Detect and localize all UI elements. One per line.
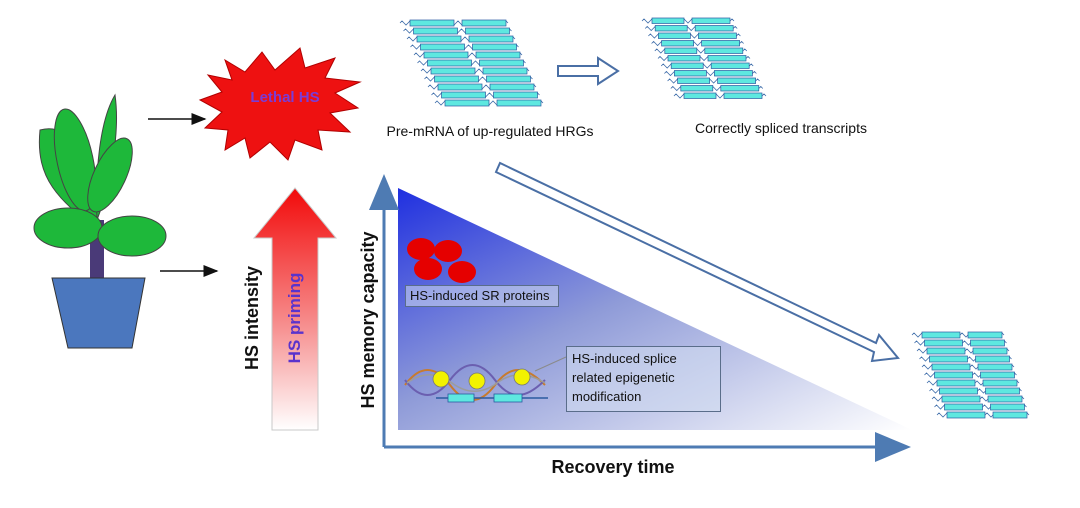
transcript-exon: [486, 75, 531, 83]
transcript-exon: [674, 70, 707, 77]
lethal-hs-burst: [198, 47, 362, 161]
transcript-exon: [710, 62, 750, 69]
chromatin-icon: [404, 356, 567, 403]
transcript-exon: [691, 17, 731, 24]
transcript-exon: [651, 17, 685, 24]
transcript-exon: [707, 55, 747, 62]
transcript-exon: [680, 85, 714, 92]
transcript-exon: [664, 47, 698, 54]
lethal-hs-label: Lethal HS: [250, 89, 319, 106]
epigenetic-line-1: HS-induced splice: [572, 351, 677, 366]
transcript-exon: [924, 339, 963, 347]
transcript-exon: [465, 27, 510, 35]
transcript-exon: [667, 55, 701, 62]
transcript-exon: [479, 59, 524, 67]
transcript-exon: [434, 75, 479, 83]
transcript-exon: [475, 51, 521, 59]
epigenetic-line-2: related epigenetic: [572, 370, 675, 385]
transcript-exon: [489, 83, 535, 91]
epigenetic-box: HS-induced splice related epigenetic mod…: [566, 346, 721, 412]
hs-priming-label: HS priming: [285, 273, 304, 364]
transcript-exon: [482, 67, 528, 75]
transcript-exon: [967, 331, 1003, 339]
plant-icon: [33, 93, 167, 349]
transcript-exon: [936, 379, 976, 387]
transcript-exon: [416, 35, 462, 43]
transcript-exon: [670, 62, 704, 69]
epigenetic-line-3: modification: [572, 389, 642, 404]
x-axis-label: Recovery time: [551, 457, 674, 477]
transcript-exon: [987, 395, 1023, 403]
transcript-exon: [985, 387, 1020, 395]
transcript-exon: [921, 331, 961, 339]
transcript-exon: [468, 35, 514, 43]
transcript-exon: [970, 339, 1005, 347]
transcript-exon: [990, 403, 1025, 411]
transcript-exon: [461, 19, 507, 27]
transcript-exon: [430, 67, 476, 75]
pre-mrna-transcripts: [399, 19, 544, 107]
transcript-exon: [409, 19, 455, 27]
transcript-exon: [717, 77, 756, 84]
transcript-exon: [420, 43, 465, 51]
pre-mrna-label: Pre-mRNA of up-regulated HRGs: [387, 123, 594, 139]
transcript-exon: [694, 25, 734, 32]
transcript-exon: [437, 83, 483, 91]
transcript-exon: [441, 91, 486, 99]
transcript-exon: [929, 355, 968, 363]
sr-proteins-label: HS-induced SR proteins: [410, 288, 550, 303]
transcript-exon: [977, 363, 1013, 371]
spliced-transcripts: [641, 17, 767, 99]
transcript-exon: [496, 99, 542, 107]
transcript-exon: [472, 43, 517, 51]
transcript-exon: [982, 379, 1018, 387]
transcript-exon: [704, 47, 744, 54]
transcript-exon: [677, 77, 710, 84]
sr-protein-icons: [407, 238, 476, 283]
transcript-exon: [946, 411, 986, 419]
hs-priming-arrow: [252, 187, 338, 431]
transcript-exon: [931, 363, 971, 371]
recovery-hollow-arrow: [494, 161, 900, 363]
hs-intensity-label: HS intensity: [242, 266, 262, 370]
recovered-transcripts: [911, 331, 1030, 419]
transcript-exon: [720, 85, 760, 92]
transcript-exon: [683, 92, 717, 99]
transcript-exon: [926, 347, 966, 355]
transcript-exon: [975, 355, 1010, 363]
transcript-exon: [939, 387, 978, 395]
transcript-exon: [944, 403, 983, 411]
transcript-exon: [941, 395, 981, 403]
transcript-exon: [992, 411, 1028, 419]
memory-triangle: [398, 188, 912, 430]
transcript-exon: [701, 40, 740, 47]
transcript-exon: [654, 25, 688, 32]
spliced-label: Correctly spliced transcripts: [695, 120, 867, 136]
y-axis-label: HS memory capacity: [358, 231, 378, 408]
transcript-exon: [658, 32, 691, 39]
transcript-exon: [723, 92, 763, 99]
sr-proteins-box: HS-induced SR proteins: [405, 285, 559, 307]
transcript-exon: [714, 70, 753, 77]
transcript-exon: [444, 99, 490, 107]
splicing-hollow-arrow: [557, 56, 620, 86]
transcript-exon: [413, 27, 458, 35]
transcript-exon: [493, 91, 538, 99]
transcript-exon: [661, 40, 694, 47]
transcript-exon: [423, 51, 469, 59]
transcript-exon: [427, 59, 472, 67]
transcript-exon: [980, 371, 1015, 379]
transcript-exon: [934, 371, 973, 379]
transcript-exon: [698, 32, 737, 39]
transcript-exon: [972, 347, 1008, 355]
